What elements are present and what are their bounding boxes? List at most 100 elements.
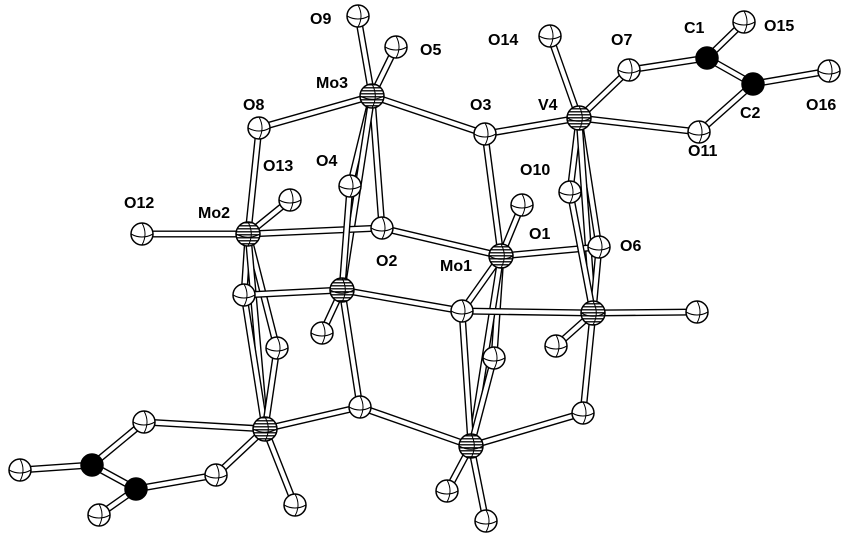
bond-o3-v4	[481, 114, 583, 138]
atom-o-p	[474, 509, 498, 533]
atom-o-a	[232, 283, 256, 307]
atom-o-d	[310, 321, 334, 345]
atom-o10	[558, 180, 582, 204]
atom-mo-center	[329, 277, 355, 303]
atom-o1	[510, 193, 534, 217]
atom-o-i	[571, 401, 595, 425]
atom-label-c2: C2	[740, 105, 761, 122]
atom-label-o6: O6	[620, 238, 641, 255]
atom-mo-right	[580, 300, 606, 326]
bond-o-a-mo-bottom-left	[240, 291, 269, 433]
atom-o3	[473, 122, 497, 146]
atom-o16	[817, 59, 841, 83]
atom-o11	[687, 120, 711, 144]
atom-o4	[338, 174, 362, 198]
atom-v4	[566, 105, 592, 131]
atom-c1	[695, 46, 719, 70]
atom-o13	[278, 188, 302, 212]
atom-mo3	[359, 83, 385, 109]
atom-o8	[247, 116, 271, 140]
atom-label-o2: O2	[376, 253, 397, 270]
atom-label-v4: V4	[538, 97, 558, 114]
atom-o-h	[348, 395, 372, 419]
bond-o2-mo1	[378, 224, 505, 260]
atom-o-j	[132, 410, 156, 434]
atom-label-mo1: Mo1	[440, 258, 472, 275]
atom-label-o14: O14	[488, 32, 518, 49]
atom-label-o13: O13	[263, 158, 293, 175]
bond-mo3-o9	[354, 12, 376, 100]
bond-o-g-mo-bottom-right	[467, 354, 498, 450]
bond-mo3-o8	[255, 92, 376, 132]
atom-label-o1: O1	[529, 226, 550, 243]
atom-mo1	[488, 243, 514, 269]
bond-mo-center-o-b	[338, 286, 466, 315]
atom-o-c	[685, 300, 709, 324]
atom-o9	[346, 4, 370, 28]
bond-o-f-mo-bottom-left	[261, 344, 281, 433]
bond-c2-o11	[695, 80, 757, 136]
bond-v4-mo-right	[575, 114, 597, 317]
atom-o-e	[544, 334, 568, 358]
atom-o14	[538, 24, 562, 48]
atom-o12	[130, 222, 154, 246]
atom-label-o15: O15	[764, 18, 794, 35]
atom-o-o	[283, 493, 307, 517]
bond-v4-o14	[546, 32, 583, 122]
bond-o-b-mo-right	[458, 307, 597, 317]
atom-c3	[80, 453, 104, 477]
bond-c4-o-l	[132, 471, 220, 493]
atom-label-o4: O4	[316, 153, 337, 170]
atom-label-o7: O7	[611, 32, 632, 49]
bond-mo-bottom-left-o-h	[261, 403, 364, 433]
bond-o4-mo-center	[338, 182, 354, 294]
atom-label-mo3: Mo3	[316, 75, 348, 92]
bond-o-h-mo-bottom-right	[356, 403, 475, 450]
atom-o15	[732, 10, 756, 34]
bond-layer	[16, 12, 833, 525]
bond-o10-mo-right	[566, 188, 597, 317]
atom-mo2	[235, 221, 261, 247]
bond-c3-o-k	[16, 461, 96, 474]
atom-o-n	[87, 503, 111, 527]
bond-c2-o16	[749, 67, 833, 88]
atom-label-o11: O11	[688, 143, 717, 160]
bond-mo-right-o-c	[589, 308, 701, 317]
atom-o7	[617, 58, 641, 82]
bond-mo-center-o-h	[338, 286, 364, 411]
bond-mo3-o2	[368, 92, 386, 232]
atom-label-o16: O16	[806, 97, 836, 114]
atom-o2	[370, 216, 394, 240]
atom-o-l	[204, 463, 228, 487]
bond-o8-mo2	[244, 124, 263, 238]
bond-o-a-mo-center	[240, 286, 346, 299]
atom-o6	[587, 235, 611, 259]
atom-o5	[384, 35, 408, 59]
bond-mo-bottom-left-o-o	[261, 425, 299, 509]
atom-o-m	[435, 479, 459, 503]
bond-o7-c1	[625, 54, 711, 74]
atom-label-o9: O9	[310, 11, 331, 28]
atom-label-o3: O3	[470, 97, 491, 114]
atom-mo-bottom-left	[252, 416, 278, 442]
bond-mo3-o3	[368, 92, 489, 138]
atom-label-o10: O10	[520, 162, 550, 179]
atom-label-o12: O12	[124, 195, 154, 212]
atom-label-mo2: Mo2	[198, 205, 230, 222]
bond-o-i-mo-bottom-right	[467, 409, 587, 450]
label-layer: O9 O5 Mo3 O14 O7 C1 O15 O8 O3 V4 C2 O16 …	[124, 11, 836, 275]
atom-c2	[741, 72, 765, 96]
bond-mo2-o2	[244, 224, 386, 238]
atom-c4	[124, 477, 148, 501]
atom-mo-bottom-right	[458, 433, 484, 459]
atom-label-o8: O8	[243, 97, 264, 114]
bond-o-b-mo-bottom-right	[458, 307, 475, 450]
atom-o-k	[8, 458, 32, 482]
bond-v4-o11	[575, 114, 703, 136]
bond-mo-bottom-left-o-j	[140, 418, 269, 433]
bond-mo-right-o-i	[579, 309, 597, 417]
atom-o-g	[482, 346, 506, 370]
atom-layer	[8, 4, 841, 533]
